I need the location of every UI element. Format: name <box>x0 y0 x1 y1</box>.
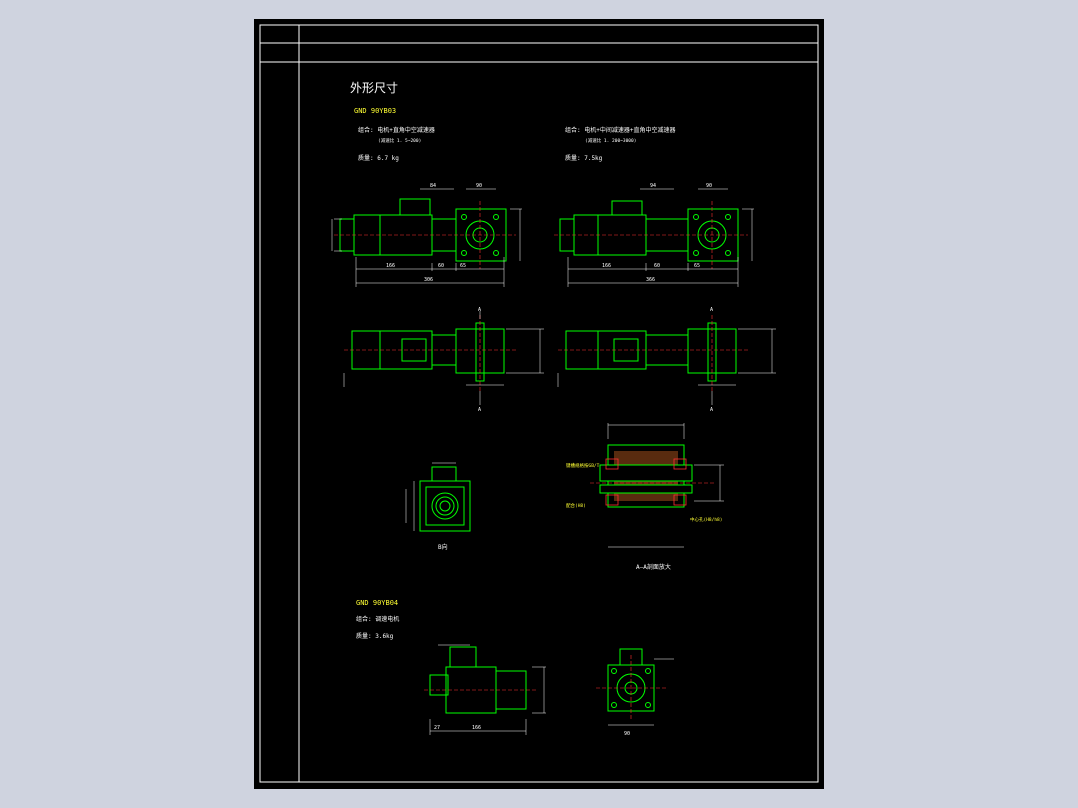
model-b-weight: 质量: 3.6kg <box>356 632 394 640</box>
model-b-label: GND 90YB04 <box>356 599 398 607</box>
motor-top-view-right <box>565 322 737 382</box>
dimensions-motor-b-front <box>608 658 674 726</box>
dim-left-60: 60 <box>438 263 444 269</box>
motor-front-view-right <box>559 200 739 262</box>
dimensions-end-view <box>405 462 456 531</box>
dim-left-65: 65 <box>460 263 466 269</box>
centerlines-right-top <box>558 315 748 391</box>
dimensions-right-front <box>567 188 754 287</box>
centerline-motor-b-front <box>596 655 666 721</box>
callout-keyway: 键槽规格按GB/T <box>566 462 600 469</box>
dim-b-front-90: 90 <box>624 731 630 737</box>
cad-drawing: 外形尺寸 GND 90YB03 组合: 电机+直角中空减速器 (减速比 1. 5… <box>259 24 819 783</box>
section-caption: A—A剖面放大 <box>636 563 671 571</box>
dimensions-section <box>607 423 724 548</box>
end-view-caption: B向 <box>438 543 448 551</box>
callout-center-hole: 中心孔(H8/h8) <box>690 516 722 523</box>
dim-right-166: 166 <box>602 263 611 269</box>
centerlines-left-front <box>334 201 516 269</box>
dimensions-left-top <box>343 311 544 405</box>
dim-right-total: 366 <box>646 277 655 283</box>
section-marker-right-bottom: A <box>710 407 713 413</box>
dimensions-motor-b <box>429 644 546 735</box>
motor-top-view-left <box>351 322 505 382</box>
motor-end-view-b <box>419 466 471 532</box>
dim-right-65: 65 <box>694 263 700 269</box>
section-marker-left-top: A <box>478 307 481 313</box>
model-a-label: GND 90YB03 <box>354 107 396 115</box>
right-combo-label: 组合: 电机+中间减速器+直角中空减速器 <box>565 126 675 134</box>
model-b-combo: 组合: 调速电机 <box>356 615 399 623</box>
dim-left-166: 166 <box>386 263 395 269</box>
dim-right-top-90: 90 <box>706 183 712 189</box>
dim-left-top-84: 84 <box>430 183 436 189</box>
dim-b-27: 27 <box>434 725 440 731</box>
outer-frame <box>259 24 819 783</box>
left-weight: 质量: 6.7 kg <box>358 154 399 162</box>
motor-b-side-view <box>429 646 527 714</box>
section-marker-left-bottom: A <box>478 407 481 413</box>
centerlines-left-top <box>344 315 516 391</box>
centerlines-right-front <box>554 201 748 269</box>
dim-right-60: 60 <box>654 263 660 269</box>
callout-fit: 配合(H8) <box>566 502 586 509</box>
right-combo-note: (减速比 1. 200~3000) <box>585 137 636 144</box>
section-a-a-view <box>599 444 693 508</box>
drawing-sheet: 外形尺寸 GND 90YB03 组合: 电机+直角中空减速器 (减速比 1. 5… <box>254 19 824 789</box>
dim-left-top-90: 90 <box>476 183 482 189</box>
left-combo-note: (减速比 1. 5~200) <box>378 137 421 144</box>
dimensions-left-front <box>331 188 522 287</box>
sheet-title: 外形尺寸 <box>350 81 398 95</box>
dimensions-right-top <box>557 328 776 405</box>
dim-b-166: 166 <box>472 725 481 731</box>
right-weight: 质量: 7.5kg <box>565 154 603 162</box>
motor-front-view-left <box>339 198 507 262</box>
dim-right-top-94: 94 <box>650 183 656 189</box>
dim-left-total: 306 <box>424 277 433 283</box>
section-marker-right-top: A <box>710 307 713 313</box>
left-combo-label: 组合: 电机+直角中空减速器 <box>358 126 435 134</box>
